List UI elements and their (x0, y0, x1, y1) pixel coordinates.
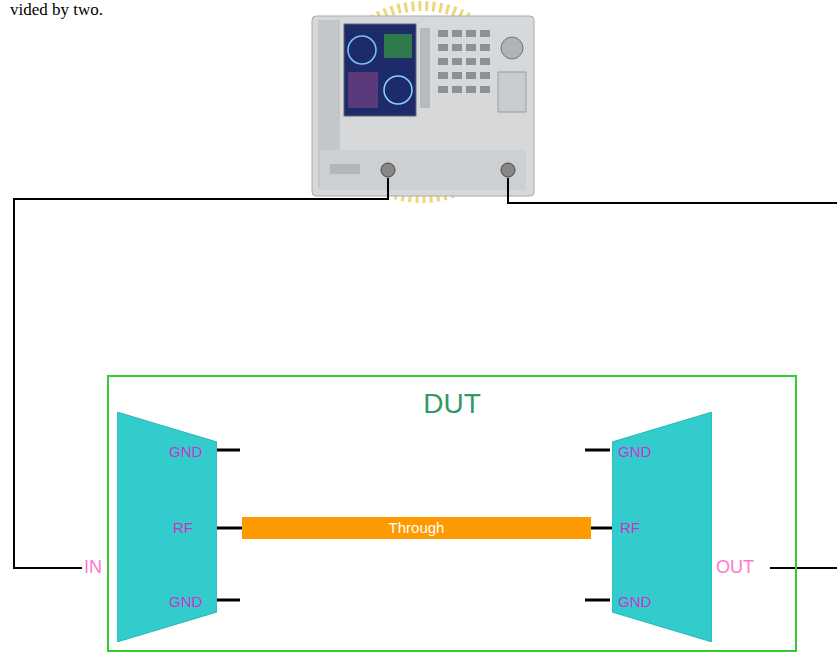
trapezoid-shape (117, 412, 217, 642)
line-label: Through (242, 518, 591, 538)
connector-trapezoid: GND RF GND (117, 412, 217, 642)
dut-box: DUTGNDRFGNDThroughGNDRFGND (107, 375, 797, 652)
port-label: IN (84, 557, 102, 578)
pin-label: GND (169, 442, 202, 462)
connector-trapezoid: GND RF GND (612, 412, 712, 642)
pin-label: RF (173, 518, 193, 538)
network-analyzer (312, 16, 534, 196)
through-line: Through (242, 517, 591, 539)
pin-stubs (215, 450, 610, 600)
pin-connector (591, 527, 612, 530)
trapezoid-shape (612, 412, 712, 642)
pin-label: RF (620, 518, 640, 538)
pin-connector (217, 527, 242, 530)
port-label: OUT (716, 557, 754, 578)
cable (508, 178, 837, 203)
pin-label: GND (169, 592, 202, 612)
pin-label: GND (618, 592, 651, 612)
pin-label: GND (618, 442, 651, 462)
cable (770, 567, 837, 569)
box-title: DUT (109, 387, 795, 421)
document-text: vided by two. (10, 0, 103, 20)
